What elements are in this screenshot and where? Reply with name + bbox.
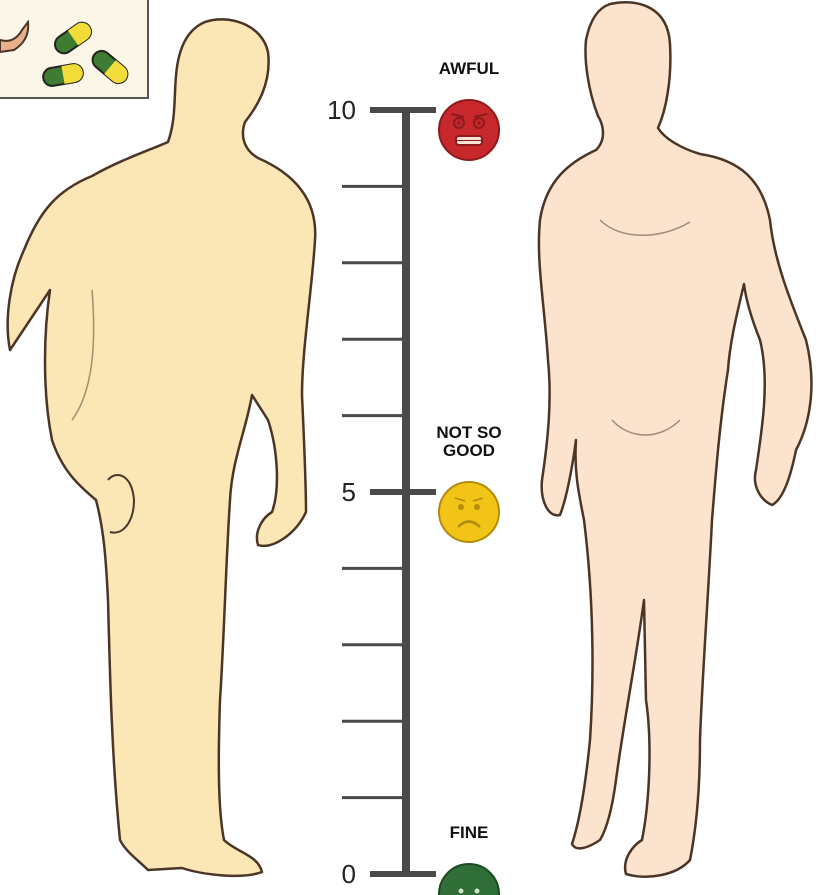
scale-number-label: 10: [327, 95, 356, 125]
pain-level-label: NOT SO: [436, 423, 501, 442]
scale-number-label: 5: [342, 477, 356, 507]
figure-front-view: [539, 2, 812, 876]
sad-face-icon: [439, 482, 499, 542]
pain-level-awful: AWFUL: [439, 59, 499, 160]
pain-scale-axis: [342, 110, 436, 874]
pill-inset: [0, 0, 148, 98]
figure-back-view: [8, 19, 316, 876]
scale-number-label: 0: [342, 859, 356, 889]
calm-face-icon: [439, 864, 499, 895]
pain-level-label: FINE: [450, 823, 489, 842]
pain-level-fine: FINE: [439, 823, 499, 895]
pain-level-label: AWFUL: [439, 59, 499, 78]
scale-number-labels: 10 5 0: [327, 95, 356, 889]
distressed-face-icon: [439, 100, 499, 160]
pain-level-label: GOOD: [443, 441, 495, 460]
